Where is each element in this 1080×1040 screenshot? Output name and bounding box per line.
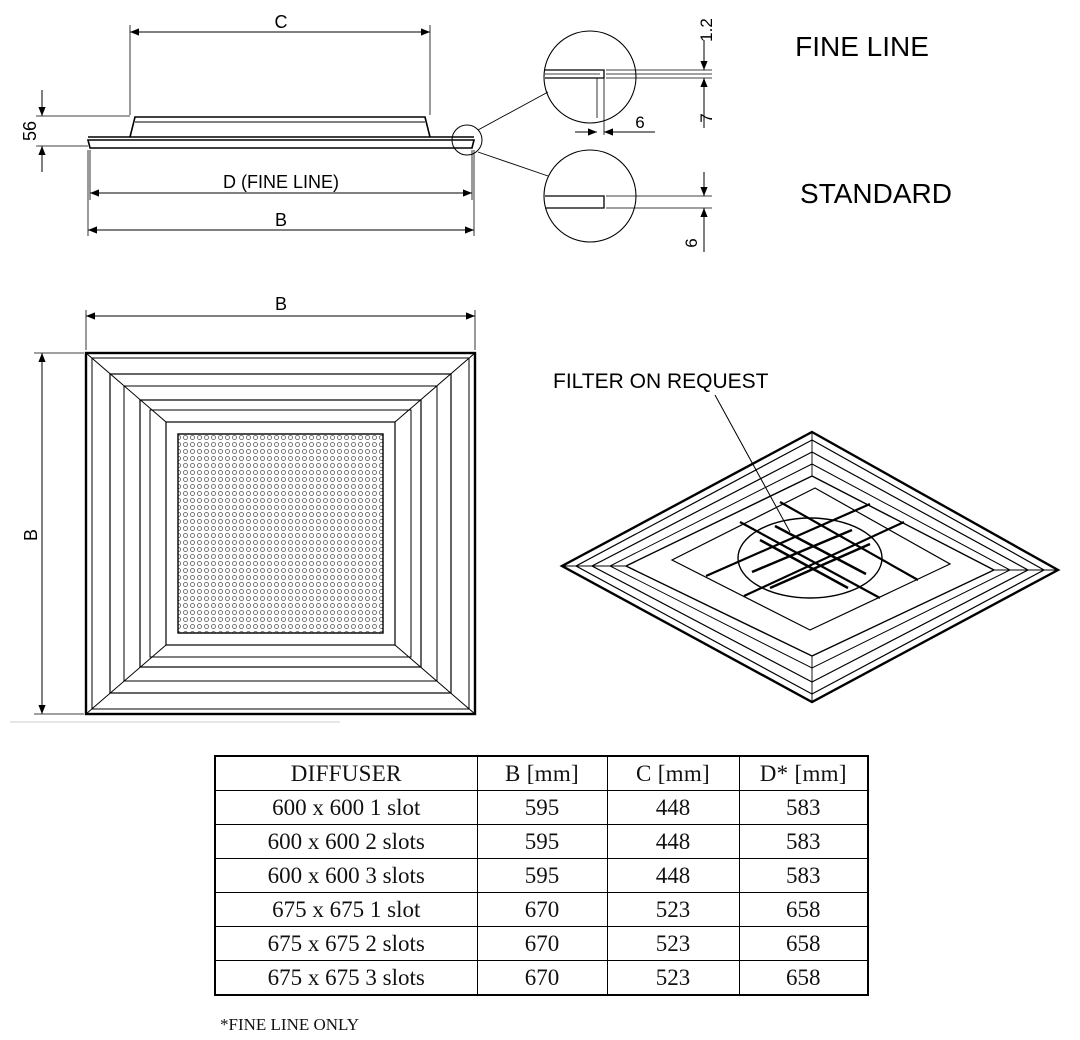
cell-d: 583 — [738, 858, 869, 893]
side-section-view — [36, 25, 549, 236]
header-b: B [mm] — [476, 755, 608, 791]
plan-view — [10, 310, 477, 723]
cell-b: 595 — [476, 790, 608, 825]
header-c: C [mm] — [606, 755, 740, 791]
cell-diffuser: 675 x 675 2 slots — [214, 926, 478, 961]
cell-c: 448 — [606, 790, 740, 825]
cell-d: 583 — [738, 824, 869, 859]
cell-c: 523 — [606, 926, 740, 961]
dim-1-2-label: 1.2 — [697, 18, 716, 42]
cell-c: 448 — [606, 824, 740, 859]
table-row: 600 x 600 3 slots 595 448 583 — [214, 858, 869, 893]
cell-d: 658 — [738, 892, 869, 927]
cell-c: 523 — [606, 960, 740, 996]
table-row: 600 x 600 2 slots 595 448 583 — [214, 824, 869, 859]
dim-7-label: 7 — [697, 113, 716, 122]
cell-diffuser: 600 x 600 1 slot — [214, 790, 478, 825]
cell-d: 658 — [738, 960, 869, 996]
header-diffuser: DIFFUSER — [214, 755, 478, 791]
fine-line-title: FINE LINE — [795, 31, 929, 62]
dim-56-label: 56 — [20, 121, 40, 141]
fine-line-detail — [543, 30, 712, 136]
dim-c-label: C — [275, 12, 288, 32]
plan-dim-b-side-label: B — [21, 529, 41, 541]
header-d: D* [mm] — [738, 755, 869, 791]
dim-6-vertical-label: 6 — [682, 238, 701, 247]
dim-d-label: D (FINE LINE) — [223, 172, 339, 192]
cell-b: 670 — [476, 926, 608, 961]
table-row: 675 x 675 1 slot 670 523 658 — [214, 892, 869, 927]
cell-diffuser: 600 x 600 2 slots — [214, 824, 478, 859]
cell-d: 583 — [738, 790, 869, 825]
cell-c: 448 — [606, 858, 740, 893]
cell-b: 670 — [476, 960, 608, 996]
table-row: 675 x 675 2 slots 670 523 658 — [214, 926, 869, 961]
cell-c: 523 — [606, 892, 740, 927]
dim-6-horizontal-label: 6 — [635, 113, 644, 132]
cell-b: 670 — [476, 892, 608, 927]
plan-dim-b-top-label: B — [275, 294, 287, 314]
cell-diffuser: 600 x 600 3 slots — [214, 858, 478, 893]
table-row: 600 x 600 1 slot 595 448 583 — [214, 790, 869, 825]
filter-on-request-label: FILTER ON REQUEST — [553, 370, 769, 393]
dim-b-label: B — [275, 210, 287, 230]
cell-diffuser: 675 x 675 1 slot — [214, 892, 478, 927]
table-header-row: DIFFUSER B [mm] C [mm] D* [mm] — [214, 755, 869, 791]
standard-title: STANDARD — [800, 178, 952, 209]
dimensions-table: DIFFUSER B [mm] C [mm] D* [mm] 600 x 600… — [214, 755, 869, 996]
cell-d: 658 — [738, 926, 869, 961]
cell-b: 595 — [476, 858, 608, 893]
cell-diffuser: 675 x 675 3 slots — [214, 960, 478, 996]
table-row: 675 x 675 3 slots 670 523 658 — [214, 960, 869, 996]
standard-detail — [543, 149, 712, 252]
fine-line-only-note: *FINE LINE ONLY — [220, 1015, 359, 1034]
isometric-view — [559, 394, 1061, 704]
technical-drawing: C D (FINE LINE) B 56 1.2 6 7 FINE LINE 6… — [10, 12, 1061, 723]
cell-b: 595 — [476, 824, 608, 859]
